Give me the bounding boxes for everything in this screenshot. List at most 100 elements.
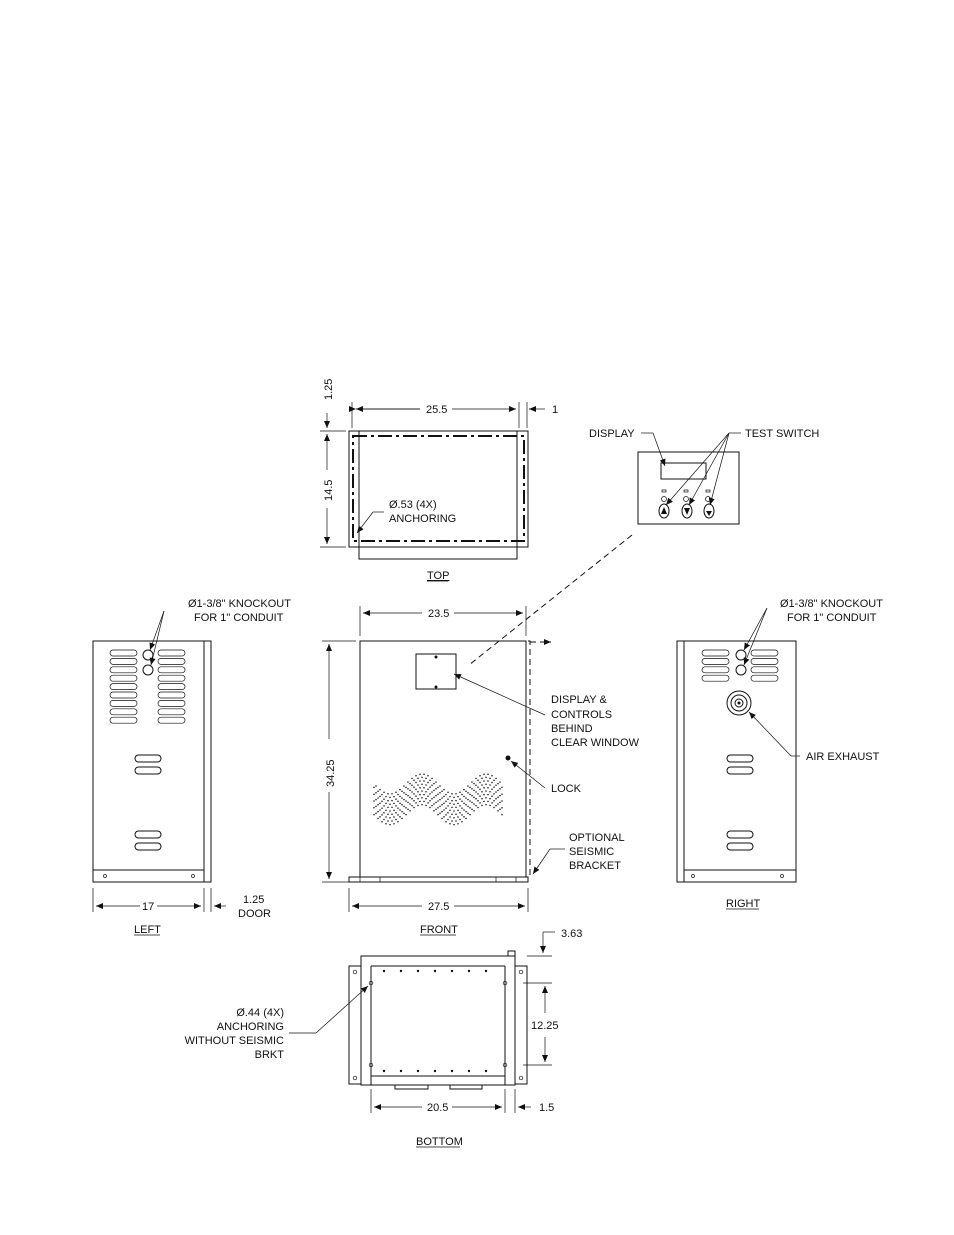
vent-hole: [373, 786, 375, 789]
vent-hole: [427, 795, 429, 797]
vent-hole: [429, 793, 431, 795]
vent-hole: [401, 810, 403, 813]
vent-hole: [455, 813, 457, 815]
vent-hole: [401, 797, 403, 799]
vent-hole: [403, 785, 405, 787]
vent-hole: [423, 793, 425, 796]
vent-hole: [391, 813, 393, 815]
vent-hole: [451, 793, 453, 795]
vent-hole: [429, 806, 431, 809]
vent-hole: [477, 786, 479, 788]
top-view: 25.5 1 1.25 14.5 Ø.53 (4X) ANCHORING TOP: [320, 379, 558, 582]
vent-hole: [379, 802, 381, 804]
vent-hole: [415, 795, 417, 797]
vent-hole: [417, 777, 419, 779]
left-view-door-edge: [203, 640, 212, 883]
vent-hole: [429, 786, 431, 788]
vent-hole: [479, 781, 481, 784]
fastener-dot: [433, 1069, 437, 1073]
vent-hole: [405, 786, 407, 789]
vent-hole: [437, 807, 439, 809]
knockout-right-label-2: FOR 1" CONDUIT: [787, 612, 877, 624]
vent-hole: [385, 816, 387, 818]
test-switch-button-1: [658, 503, 670, 519]
vent-hole: [477, 799, 479, 802]
vent-hole: [389, 817, 391, 819]
vent-hole: [425, 797, 427, 800]
vent-hole: [421, 803, 423, 806]
vent-hole: [435, 781, 437, 783]
vent-hole: [389, 810, 391, 812]
vent-hole: [393, 802, 395, 805]
vent-hole: [403, 798, 405, 801]
bottom-anchoring-label-3: WITHOUT SEISMIC: [185, 1035, 284, 1047]
fastener-dot: [467, 1069, 471, 1073]
bottom-left-bracket: [348, 965, 362, 1085]
vent-hole: [493, 779, 495, 782]
louver-slot: [109, 708, 138, 716]
vent-hole: [483, 787, 485, 789]
vent-hole: [447, 798, 449, 800]
vent-hole: [461, 820, 463, 823]
fastener-dot: [433, 969, 437, 973]
vent-hole: [467, 798, 469, 801]
vent-hole: [455, 799, 457, 802]
louver-slot: [157, 691, 186, 699]
vent-hole: [443, 809, 445, 811]
vent-hole: [499, 794, 501, 797]
vent-hole: [437, 800, 439, 802]
vent-hole: [467, 792, 469, 794]
vent-hole: [499, 801, 501, 804]
vent-hole: [469, 793, 471, 795]
vent-hole: [481, 777, 483, 779]
vent-hole: [385, 802, 387, 805]
door-label: DOOR: [238, 908, 271, 920]
vent-hole: [389, 803, 391, 805]
louver-slot: [157, 716, 186, 724]
bottom-right-bracket: [514, 965, 528, 1085]
top-view-inner-outline: [358, 430, 518, 548]
fastener-dot: [484, 969, 488, 973]
vent-hole: [419, 773, 421, 775]
vent-hole: [419, 793, 421, 796]
bottom-view-title: BOTTOM: [416, 1136, 463, 1148]
vent-hole: [469, 786, 471, 789]
vent-hole: [377, 804, 379, 806]
vent-hole: [453, 823, 455, 826]
vent-hole: [491, 774, 493, 777]
display-controls-label-4: CLEAR WINDOW: [551, 737, 640, 749]
vent-hole: [393, 809, 395, 811]
seismic-label-1: OPTIONAL: [569, 832, 625, 844]
vent-hole: [425, 791, 427, 793]
lock-icon: [505, 755, 511, 761]
vent-hole: [465, 790, 467, 792]
vent-hole: [495, 784, 497, 786]
vent-hole: [489, 797, 491, 800]
front-view-outline: [359, 640, 527, 878]
right-view: Ø1-3/8" KNOCKOUT FOR 1" CONDUIT AIR EXHA…: [676, 598, 883, 910]
fastener-dot: [399, 1069, 403, 1073]
vent-hole: [373, 813, 375, 816]
vent-hole: [485, 797, 487, 799]
vent-hole: [459, 818, 461, 821]
top-view-title: TOP: [427, 570, 449, 582]
vent-hole: [495, 804, 497, 807]
front-view-base: [348, 876, 529, 883]
top-offset-right-dimension: 1: [552, 404, 558, 416]
bottom-view: 3.63 12.25 20.5 1.5 Ø.44 (4X) ANCHORING …: [185, 928, 583, 1148]
vent-hole: [457, 809, 459, 811]
left-louvers: [109, 649, 138, 724]
vent-hole: [407, 781, 409, 783]
vent-hole: [417, 797, 419, 800]
vent-hole: [497, 810, 499, 812]
vent-hole: [473, 789, 475, 792]
left-view: Ø1-3/8" KNOCKOUT FOR 1" CONDUIT 17 1.25 …: [92, 598, 291, 936]
vent-hole: [443, 802, 445, 804]
vent-hole: [439, 805, 441, 808]
vent-hole: [471, 794, 473, 797]
bottom-anchoring-label-4: BRKT: [255, 1049, 285, 1061]
vent-hole: [445, 793, 447, 796]
vent-hole: [459, 805, 461, 807]
vent-hole: [499, 788, 501, 790]
vent-hole: [463, 788, 465, 791]
